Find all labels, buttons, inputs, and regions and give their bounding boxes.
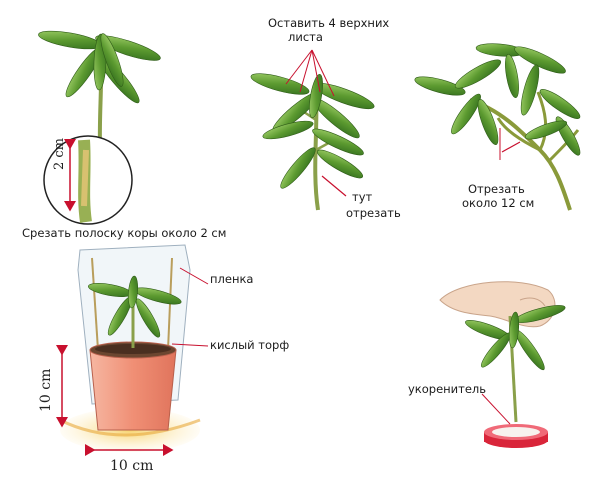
dim-pot-height: 10 cm	[38, 368, 54, 412]
seedling-1	[38, 30, 161, 149]
dim-stem-strip: 2 cm	[52, 137, 67, 170]
rooting-cutting	[439, 281, 566, 448]
seedling-2	[250, 49, 375, 211]
label-leave-top-2: листа	[288, 30, 323, 44]
label-acid-peat: кислый торф	[210, 338, 290, 352]
label-film: пленка	[210, 272, 254, 286]
dim-pot-width: 10 cm	[110, 458, 154, 474]
label-cut-here: тут	[352, 190, 373, 204]
zoom-circle	[43, 135, 133, 225]
label-leave-top: Оставить 4 верхних	[268, 16, 390, 30]
label-strip-bark: Срезать полоску коры около 2 см	[22, 226, 227, 240]
label-cut-about: Отрезать	[468, 182, 525, 196]
label-rooting-agent: укоренитель	[408, 382, 487, 396]
pot-with-film	[56, 244, 209, 456]
label-cut-about-2: около 12 см	[462, 196, 535, 210]
label-cut-here-2: отрезать	[346, 206, 401, 220]
branch-3	[414, 43, 581, 211]
